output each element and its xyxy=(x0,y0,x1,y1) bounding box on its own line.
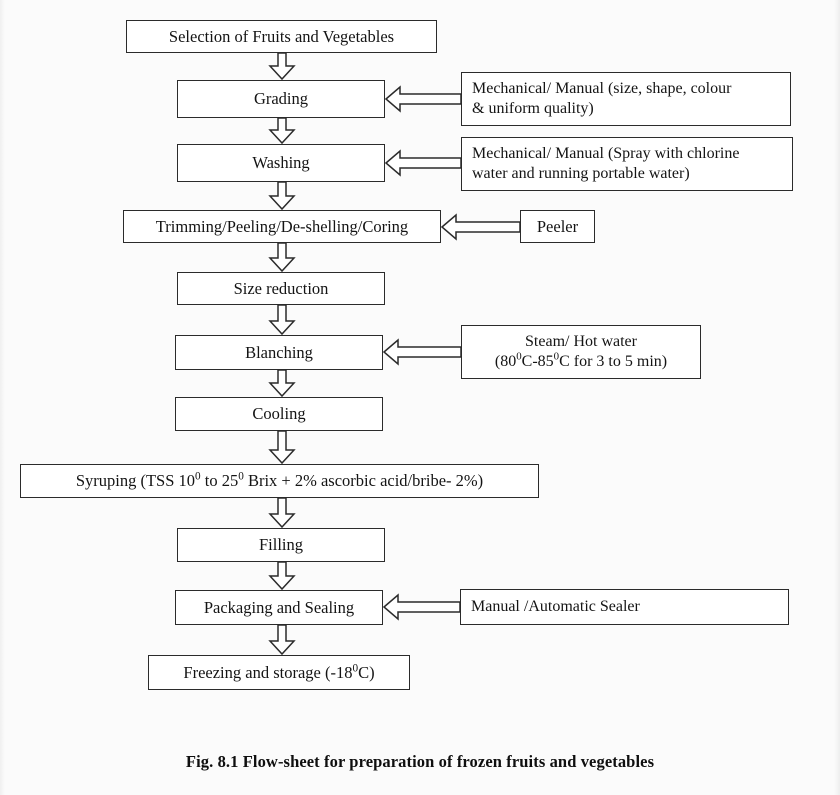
process-node-selection: Selection of Fruits and Vegetables xyxy=(126,20,437,53)
flow-arrow-syruping-to-filling xyxy=(268,497,296,529)
annotation-washing-line2: water and running portable water) xyxy=(472,165,690,182)
flow-arrow-filling-to-packaging xyxy=(268,561,296,591)
flow-arrow-grading-to-washing xyxy=(268,117,296,145)
annotation-blanching-line1: Steam/ Hot water xyxy=(525,332,637,350)
annotation-blanching-prefix: (80 xyxy=(494,353,517,370)
annotation-node-sealer: Manual /Automatic Sealer xyxy=(460,589,789,625)
process-node-trimming: Trimming/Peeling/De-shelling/Coring xyxy=(123,210,441,243)
process-node-size-reduction-label: Size reduction xyxy=(233,278,329,298)
annotation-node-blanching: Steam/ Hot water(800C-850C for 3 to 5 mi… xyxy=(461,325,701,379)
process-node-filling: Filling xyxy=(177,528,385,562)
annotation-grading-line1: Mechanical/ Manual (size, shape, colour xyxy=(472,79,732,97)
page-edge-shadow-right xyxy=(834,0,840,795)
annotation-node-washing: Mechanical/ Manual (Spray with chlorine w… xyxy=(461,137,793,191)
annotation-washing-text: Mechanical/ Manual (Spray with chlorine w… xyxy=(472,144,786,185)
annotation-arrow-blanching xyxy=(382,338,462,366)
process-node-trimming-label: Trimming/Peeling/De-shelling/Coring xyxy=(155,216,409,236)
process-node-washing-label: Washing xyxy=(252,153,310,173)
syruping-suffix: Brix + 2% ascorbic acid/bribe- 2%) xyxy=(243,471,484,491)
process-node-grading-label: Grading xyxy=(253,89,309,109)
process-node-packaging-label: Packaging and Sealing xyxy=(203,597,355,617)
syruping-mid: to 25 xyxy=(200,471,239,491)
annotation-sealer-label: Manual /Automatic Sealer xyxy=(471,597,640,615)
process-node-freezing-label: Freezing and storage (-180C) xyxy=(155,662,403,683)
freezing-suffix: C) xyxy=(358,662,375,682)
annotation-blanching-degree-1: 0 xyxy=(516,350,522,363)
syruping-prefix: Syruping (TSS 10 xyxy=(75,471,196,491)
process-node-packaging: Packaging and Sealing xyxy=(175,590,383,625)
process-node-syruping: Syruping (TSS 100 to 250 Brix + 2% ascor… xyxy=(20,464,539,498)
flow-arrow-size-reduction-to-blanching xyxy=(268,304,296,336)
process-node-filling-label: Filling xyxy=(258,535,303,555)
annotation-arrow-grading xyxy=(384,85,462,113)
flow-arrow-cooling-to-syruping xyxy=(268,430,296,465)
annotation-blanching-mid: C-85 xyxy=(521,353,554,370)
annotation-blanching-text: Steam/ Hot water(800C-850C for 3 to 5 mi… xyxy=(468,332,694,373)
annotation-grading-line2: & uniform quality) xyxy=(472,100,594,117)
flow-arrow-blanching-to-cooling xyxy=(268,369,296,398)
annotation-blanching-suffix: C for 3 to 5 min) xyxy=(559,353,668,370)
annotation-grading-text: Mechanical/ Manual (size, shape, colour &… xyxy=(472,79,784,120)
annotation-arrow-sealer xyxy=(382,593,461,621)
figure-caption: Fig. 8.1 Flow-sheet for preparation of f… xyxy=(185,752,655,771)
freezing-prefix: Freezing and storage (-18 xyxy=(183,662,353,682)
annotation-arrow-washing xyxy=(384,149,462,177)
annotation-node-grading: Mechanical/ Manual (size, shape, colour &… xyxy=(461,72,791,126)
syruping-degree-2: 0 xyxy=(238,470,244,483)
process-node-freezing: Freezing and storage (-180C) xyxy=(148,655,410,690)
process-node-syruping-label: Syruping (TSS 100 to 250 Brix + 2% ascor… xyxy=(27,470,532,491)
flow-arrow-selection-to-grading xyxy=(268,52,296,81)
annotation-arrow-peeler xyxy=(440,213,521,241)
annotation-washing-line1: Mechanical/ Manual (Spray with chlorine xyxy=(472,144,740,162)
process-node-selection-label: Selection of Fruits and Vegetables xyxy=(168,26,395,46)
annotation-blanching-degree-2: 0 xyxy=(553,350,560,363)
flow-arrow-packaging-to-freezing xyxy=(268,624,296,656)
annotation-node-peeler: Peeler xyxy=(520,210,595,243)
process-node-grading: Grading xyxy=(177,80,385,118)
process-node-size-reduction: Size reduction xyxy=(177,272,385,305)
syruping-degree-1: 0 xyxy=(195,470,201,483)
process-node-blanching: Blanching xyxy=(175,335,383,370)
process-node-blanching-label: Blanching xyxy=(245,342,313,362)
page-edge-shadow-left xyxy=(0,0,5,795)
process-node-washing: Washing xyxy=(177,144,385,182)
annotation-peeler-label: Peeler xyxy=(536,216,579,236)
flow-arrow-washing-to-trimming xyxy=(268,181,296,211)
flow-arrow-trimming-to-size-reduction xyxy=(268,242,296,273)
process-node-cooling-label: Cooling xyxy=(252,404,306,424)
process-node-cooling: Cooling xyxy=(175,397,383,431)
freezing-degree: 0 xyxy=(352,662,359,675)
